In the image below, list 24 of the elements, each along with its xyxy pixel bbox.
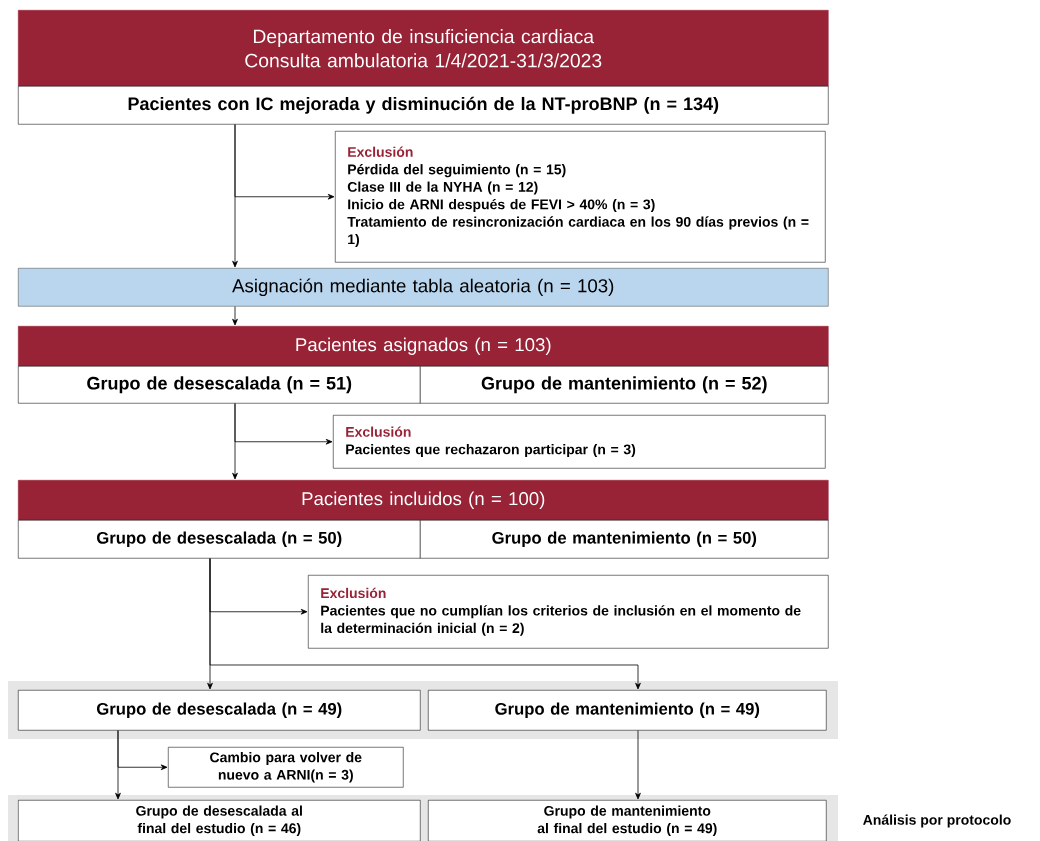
group-box: Grupo de mantenimiento (n = 50) [420, 520, 829, 559]
arrow [635, 730, 641, 800]
side-note: Análisis por protocolo [863, 814, 1011, 828]
arrow [117, 730, 168, 771]
arrow [234, 403, 333, 445]
group-box: Grupo de desescalada (n = 49) [18, 690, 421, 731]
arrow [234, 124, 335, 200]
group-box: Grupo de desescalada (n = 51) [18, 366, 421, 404]
exclusion-box: Exclusión Pacientes que rechazaron participar (n = 3) [333, 415, 826, 469]
group-box: Grupo de mantenimiento al final del estudio (n = 49) [428, 800, 827, 841]
header-banner: Departamento de insuficiencia cardiaca Consulta ambulatoria 1/4/2021-31/3/2023 [18, 10, 829, 87]
arrow [209, 558, 308, 615]
group-box: Grupo de desescalada al final del estudio (n = 46) [18, 800, 421, 841]
exclusion-box: Exclusión Pérdida del seguimiento (n = 15) Clase III de la NYHA (n = 12) Inicio de ARNI después de FEVI > 40% (n = 3) Tratamiento de resincronización cardiaca en los 90 días previos (n = 1) [335, 131, 826, 263]
group-box: Cambio para volver de nuevo a ARNI(n = 3) [168, 747, 404, 788]
header-banner: Pacientes asignados (n = 103) [18, 326, 829, 367]
header-banner: Pacientes incluidos (n = 100) [18, 480, 829, 521]
group-box: Grupo de mantenimiento (n = 52) [420, 366, 829, 404]
group-box: Pacientes con IC mejorada y disminución de la NT-proBNP (n = 134) [18, 86, 829, 125]
exclusion-box: Exclusión Pacientes que no cumplían los criterios de inclusión en el momento de la determinación inicial (n = 2) [308, 575, 829, 649]
group-box: Grupo de mantenimiento (n = 49) [428, 690, 827, 731]
group-box: Grupo de desescalada (n = 50) [18, 520, 421, 559]
arrow [232, 306, 238, 326]
allocation-box: Asignación mediante tabla aleatoria (n = 103) [18, 268, 829, 307]
